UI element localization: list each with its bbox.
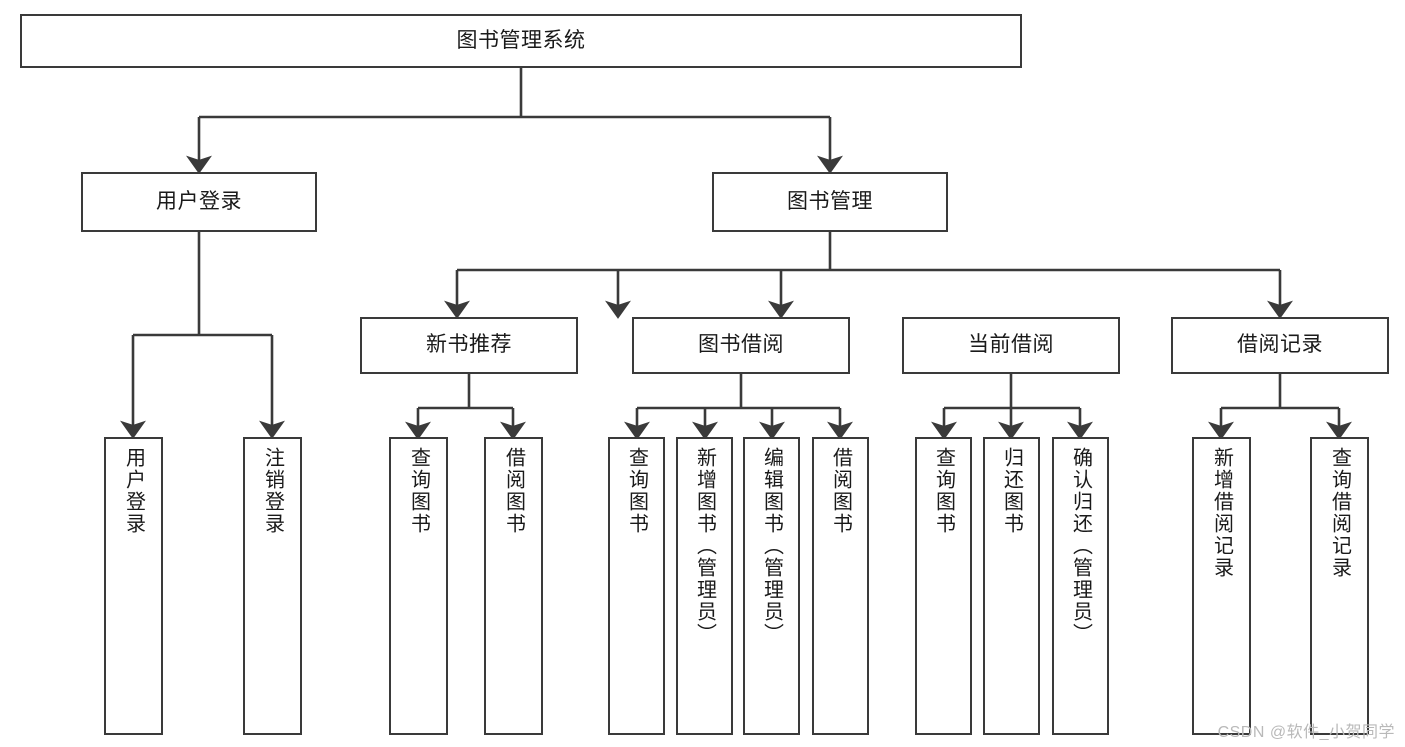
- node-label: 查询图书: [407, 447, 430, 535]
- node-leaf-query-book-current[interactable]: 查询图书: [915, 437, 972, 735]
- node-label: 新书推荐: [426, 333, 512, 357]
- node-book-borrow[interactable]: 图书借阅: [632, 317, 850, 374]
- node-borrow-record[interactable]: 借阅记录: [1171, 317, 1389, 374]
- node-label: 注销登录: [261, 447, 284, 535]
- connector-new-book-to-leaves: [405, 374, 526, 440]
- node-user-login[interactable]: 用户登录: [81, 172, 317, 232]
- node-leaf-query-book[interactable]: 查询图书: [608, 437, 665, 735]
- node-leaf-logout[interactable]: 注销登录: [243, 437, 302, 735]
- node-label: 图书借阅: [698, 333, 784, 357]
- node-leaf-add-borrow-record[interactable]: 新增借阅记录: [1192, 437, 1251, 735]
- node-leaf-borrow-book[interactable]: 借阅图书: [812, 437, 869, 735]
- node-leaf-query-book-new[interactable]: 查询图书: [389, 437, 448, 735]
- node-label: 查询图书: [932, 447, 955, 535]
- connector-book-mgmt-to-level2: [444, 232, 1293, 319]
- connector-current-borrow-to-leaves: [931, 374, 1093, 440]
- node-root-system[interactable]: 图书管理系统: [20, 14, 1022, 68]
- node-leaf-user-login[interactable]: 用户登录: [104, 437, 163, 735]
- connector-user-login-to-leaves: [120, 232, 285, 439]
- node-leaf-confirm-return-admin[interactable]: 确认归还（管理员）: [1052, 437, 1109, 735]
- connector-borrow-record-to-leaves: [1208, 373, 1352, 440]
- node-label: 借阅图书: [829, 447, 852, 535]
- node-label: 查询借阅记录: [1328, 447, 1351, 579]
- node-current-borrow[interactable]: 当前借阅: [902, 317, 1120, 374]
- node-new-book-recommend[interactable]: 新书推荐: [360, 317, 578, 374]
- node-label: 图书管理系统: [456, 28, 586, 52]
- node-leaf-add-book-admin[interactable]: 新增图书（管理员）: [676, 437, 733, 735]
- connector-root-to-level1: [186, 68, 843, 174]
- node-book-management[interactable]: 图书管理: [712, 172, 948, 232]
- node-label: 确认归还（管理员）: [1069, 447, 1092, 645]
- node-label: 当前借阅: [968, 333, 1054, 357]
- node-label: 新增借阅记录: [1210, 447, 1233, 579]
- node-leaf-borrow-book-new[interactable]: 借阅图书: [484, 437, 543, 735]
- node-label: 用户登录: [122, 447, 145, 535]
- node-label: 借阅图书: [502, 447, 525, 535]
- node-label: 图书管理: [787, 189, 873, 213]
- csdn-watermark: CSDN @软件_小贺同学: [1217, 724, 1395, 741]
- connector-borrow-to-leaves: [624, 374, 853, 440]
- node-label: 查询图书: [625, 447, 648, 535]
- node-label: 归还图书: [1000, 447, 1023, 535]
- node-leaf-edit-book-admin[interactable]: 编辑图书（管理员）: [743, 437, 800, 735]
- node-label: 编辑图书（管理员）: [760, 447, 783, 645]
- node-leaf-query-borrow-record[interactable]: 查询借阅记录: [1310, 437, 1369, 735]
- node-leaf-return-book[interactable]: 归还图书: [983, 437, 1040, 735]
- node-label: 用户登录: [156, 189, 242, 213]
- node-label: 新增图书（管理员）: [693, 447, 716, 645]
- node-label: 借阅记录: [1237, 333, 1323, 357]
